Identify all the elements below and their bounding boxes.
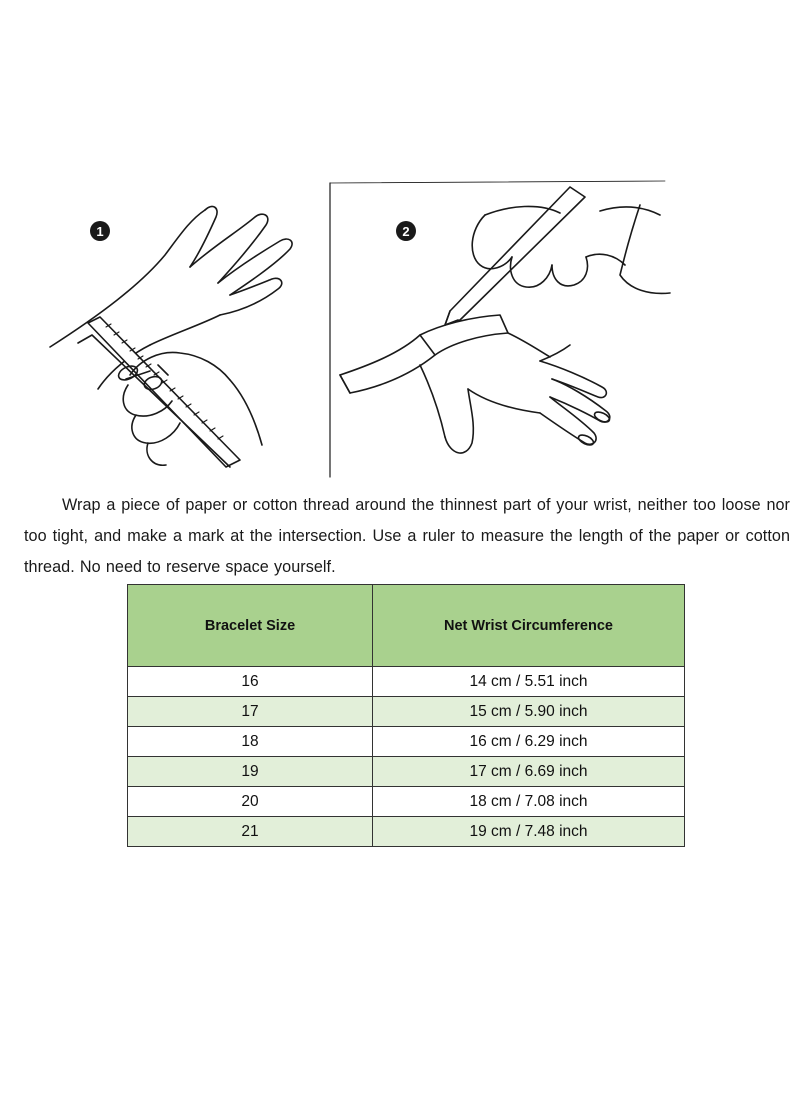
hand-measuring-illustration: 1 [49,180,671,478]
step-1-drawing: 1 [49,205,293,468]
size-cell: 19 [127,756,373,787]
circumference-cell: 14 cm / 5.51 inch [372,666,685,697]
table-row: 20 18 cm / 7.08 inch [127,786,685,817]
size-cell: 21 [127,816,373,847]
table-header-row: Bracelet Size Net Wrist Circumference [127,584,685,667]
circumference-cell: 17 cm / 6.69 inch [372,756,685,787]
size-cell: 20 [127,786,373,817]
step-2-drawing: 2 [339,186,671,454]
table-row: 21 19 cm / 7.48 inch [127,816,685,847]
measurement-instructions: Wrap a piece of paper or cotton thread a… [24,496,790,576]
svg-text:1: 1 [96,224,103,239]
size-chart-table: Bracelet Size Net Wrist Circumference 16… [127,584,685,847]
circumference-cell: 19 cm / 7.48 inch [372,816,685,847]
measurement-illustrations: 1 [40,175,680,485]
table-row: 16 14 cm / 5.51 inch [127,666,685,697]
size-cell: 16 [127,666,373,697]
table-row: 18 16 cm / 6.29 inch [127,726,685,757]
size-cell: 17 [127,696,373,727]
circumference-cell: 18 cm / 7.08 inch [372,786,685,817]
table-row: 17 15 cm / 5.90 inch [127,696,685,727]
header-wrist-circumference: Net Wrist Circumference [372,584,685,667]
table-row: 19 17 cm / 6.69 inch [127,756,685,787]
circumference-cell: 15 cm / 5.90 inch [372,696,685,727]
svg-text:2: 2 [402,224,409,239]
size-cell: 18 [127,726,373,757]
header-bracelet-size: Bracelet Size [127,584,373,667]
circumference-cell: 16 cm / 6.29 inch [372,726,685,757]
